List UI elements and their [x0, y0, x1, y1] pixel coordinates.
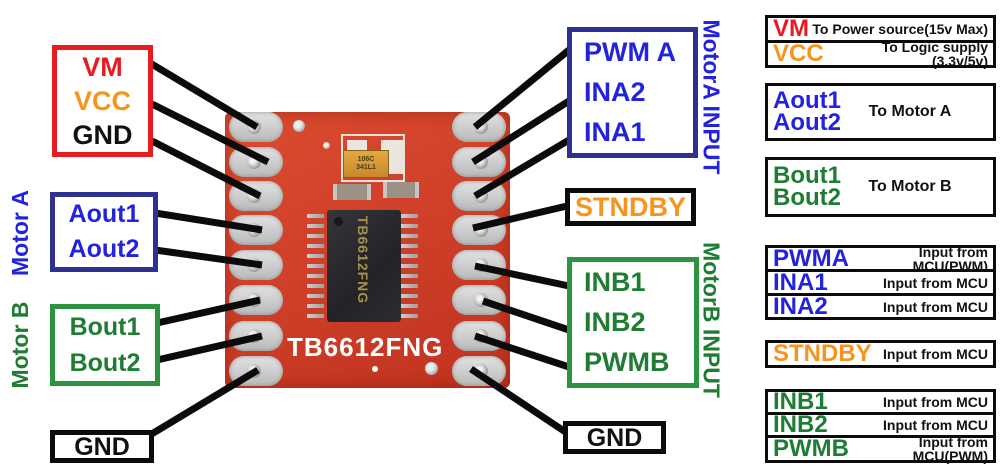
board-silkscreen-label: TB6612FNG [287, 332, 444, 362]
pin-label-gnd: GND [74, 433, 130, 461]
pin-label-pwma: PWM A [584, 36, 676, 67]
legend-pin: Aout1 Aout2 [773, 87, 841, 136]
legend-desc: To Motor B [868, 178, 952, 195]
silkscreen-dot [372, 366, 378, 372]
pin-label-vcc: VCC [73, 85, 131, 116]
legend-pin: INA1 [773, 268, 828, 296]
via [323, 142, 330, 149]
capacitor: 106C 341L1 [343, 150, 389, 178]
pin-label-ina2: INA2 [584, 76, 646, 107]
via [293, 120, 305, 132]
legend-row-inb2: INB2 Input from MCU [765, 412, 996, 438]
legend-pin: INB2 [773, 411, 828, 439]
motora-input-pins-box: PWM A INA2 INA1 [567, 27, 698, 158]
wire-inb2 [481, 297, 571, 334]
motorb-input-pins-box: INB1 INB2 PWMB [567, 257, 699, 388]
pin-label-pwmb: PWMB [584, 347, 670, 378]
pin-label-bout2: Bout2 [69, 348, 141, 377]
wire-bout2 [156, 332, 263, 364]
pin-label-ina1: INA1 [584, 117, 646, 148]
smd-component [333, 184, 371, 200]
wire-aout1 [154, 209, 263, 234]
wire-gnd-br [469, 366, 569, 436]
ic-pin1-dot [334, 217, 343, 226]
driver-ic: TB6612FNG [327, 210, 401, 322]
motor-a-group-label: Motor A [7, 190, 33, 277]
legend-pin: Bout1 Bout2 [773, 162, 841, 211]
legend-desc: To Logic supply (3.3v/5v) [881, 39, 988, 69]
pin-label-inb2: INB2 [584, 306, 646, 337]
legend-row-ina2: INA2 Input from MCU [765, 293, 996, 320]
wire-ina1 [473, 136, 571, 200]
legend-desc: Input from MCU [883, 274, 988, 291]
motor-b-pins-box: Bout1 Bout2 [50, 304, 160, 386]
motor-b-group-label: Motor B [7, 301, 33, 389]
via [425, 362, 438, 375]
motora-input-group-label: MotorA INPUT [698, 19, 725, 175]
wire-pwma [472, 47, 572, 130]
wire-stndby [472, 202, 568, 232]
gnd-box-bottom-left: GND [50, 430, 154, 463]
legend-pin: PWMA [773, 244, 849, 272]
legend-row-aout: Aout1 Aout2 To Motor A [765, 83, 996, 141]
pin-label-gnd: GND [586, 424, 643, 452]
legend-desc: Input from MCU [883, 346, 988, 362]
legend-desc: Input from MCU [883, 417, 988, 433]
legend-pin: VCC [773, 40, 824, 68]
legend-desc: To Power source(15v Max) [812, 21, 988, 37]
motor-a-pins-box: Aout1 Aout2 [50, 192, 158, 272]
wire-bout1 [156, 296, 261, 327]
pin-label-bout1: Bout1 [69, 312, 141, 341]
legend-pin: VM [773, 15, 809, 43]
legend-pin: INB1 [773, 388, 828, 416]
solder-pad [229, 147, 283, 177]
legend-pin: STNDBY [773, 340, 872, 368]
legend-row-vcc: VCC To Logic supply (3.3v/5v) [765, 40, 996, 68]
pin-label-aout1: Aout1 [68, 200, 140, 228]
legend-row-ina1: INA1 Input from MCU [765, 269, 996, 296]
capacitor-footprint [341, 134, 405, 182]
capacitor-marking: 106C [357, 156, 375, 163]
legend-pin: INA2 [773, 292, 828, 320]
legend-desc: To Motor A [868, 103, 952, 120]
legend-pin: PWMB [773, 435, 849, 463]
ic-pins [307, 214, 324, 318]
legend-row-stndby: STNDBY Input from MCU [765, 340, 996, 368]
power-pins-box: VM VCC GND [52, 45, 153, 157]
legend-row-bout: Bout1 Bout2 To Motor B [765, 157, 996, 217]
gnd-box-bottom-right: GND [563, 421, 666, 454]
wire-ina2 [471, 98, 571, 165]
pin-label-stndby: STNDBY [574, 191, 686, 222]
pin-label-aout2: Aout2 [68, 235, 140, 263]
wire-aout2 [154, 246, 263, 269]
pin-label-vm: VM [82, 51, 123, 82]
wire-vm [148, 59, 259, 131]
stndby-box: STNDBY [565, 188, 696, 226]
legend-row-pwma: PWMA Input from MCU(PWM) [765, 244, 996, 273]
legend-desc: Input from MCU [883, 298, 988, 315]
wire-gnd [150, 137, 262, 200]
legend-row-pwmb: PWMB Input from MCU(PWM) [765, 435, 996, 463]
motorb-input-group-label: MotorB INPUT [698, 242, 725, 398]
pin-label-gnd: GND [72, 119, 133, 150]
wire-gnd-bl [148, 367, 260, 438]
capacitor-marking: 341L1 [356, 164, 376, 171]
smd-component [383, 182, 419, 198]
pin-label-inb1: INB1 [584, 266, 646, 297]
legend-desc: Input from MCU [883, 394, 988, 410]
ic-pins [401, 214, 418, 318]
wire-vcc [150, 100, 270, 166]
legend-desc: Input from MCU(PWM) [912, 434, 988, 464]
wire-inb1 [474, 262, 570, 290]
wire-pwmb [473, 332, 571, 371]
